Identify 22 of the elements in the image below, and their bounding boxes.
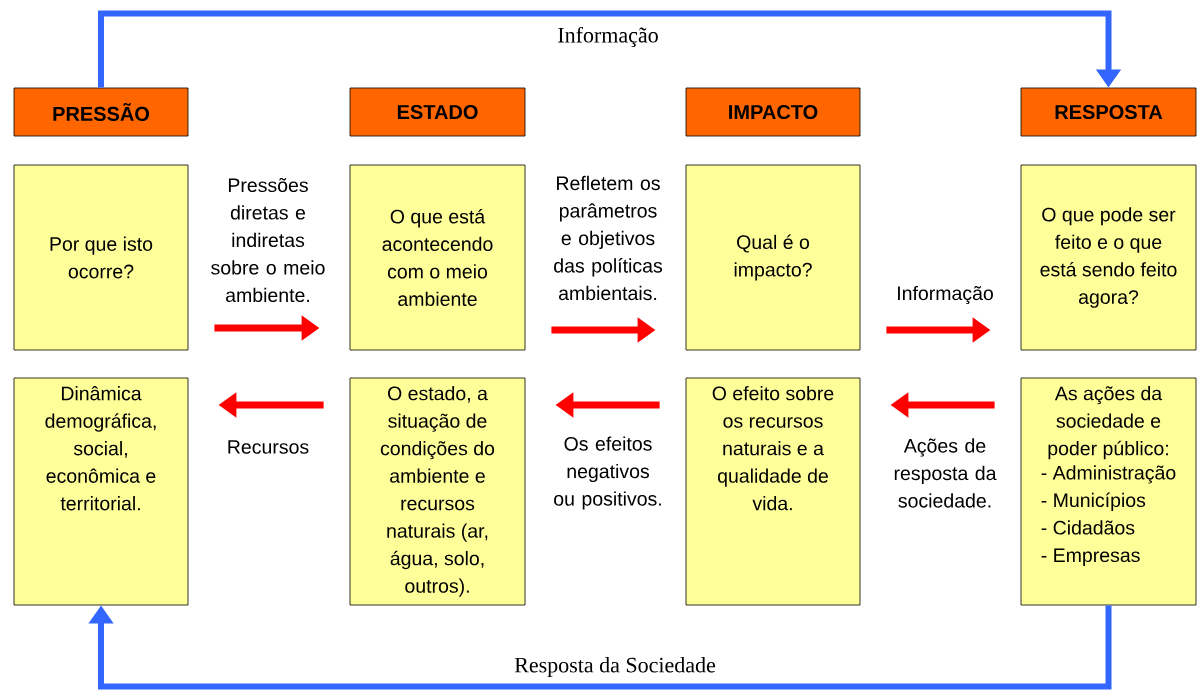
text-box: Dinâmica demográfica, social, econômica e territorial. bbox=[13, 377, 189, 606]
text-box: O que pode ser feito e o que está sendo feito agora? bbox=[1020, 164, 1197, 351]
arrow bbox=[98, 10, 1122, 88]
edge-label: Refletem os parâmetros e objetivos das políticas ambientais. bbox=[554, 175, 662, 301]
edge-label: Recursos bbox=[228, 440, 309, 454]
edge-label: Resposta da Sociedade bbox=[514, 657, 716, 677]
text-box: As ações da sociedade e poder público: - Administração - Municípios - Cidadãos - Empresas bbox=[1020, 377, 1197, 606]
text-box: O efeito sobre os recursos naturais e a qualidade de vida. bbox=[685, 377, 861, 606]
text-box: Qual é o impacto? bbox=[685, 164, 861, 351]
header-box: RESPOSTA bbox=[1020, 87, 1197, 137]
edge-label: Informação bbox=[558, 26, 658, 48]
edge-label: Os efeitos negativos ou positivos. bbox=[554, 436, 661, 510]
edge-label: Informação bbox=[898, 285, 993, 305]
header-box: IMPACTO bbox=[685, 87, 861, 137]
edge-label: Pressões diretas e indiretas sobre o meio ambiente. bbox=[211, 177, 325, 303]
text-box: Por que isto ocorre? bbox=[13, 164, 189, 351]
arrow bbox=[88, 605, 1112, 690]
text-box: O estado, a situação de condições do ambiente e recursos naturais (ar, água, solo, outros). bbox=[349, 377, 526, 606]
text-box: O que está acontecendo com o meio ambiente bbox=[349, 164, 526, 351]
header-box: ESTADO bbox=[349, 87, 526, 137]
header-box: PRESSÃO bbox=[13, 87, 189, 137]
edge-label: Ações de resposta da sociedade. bbox=[894, 438, 997, 508]
